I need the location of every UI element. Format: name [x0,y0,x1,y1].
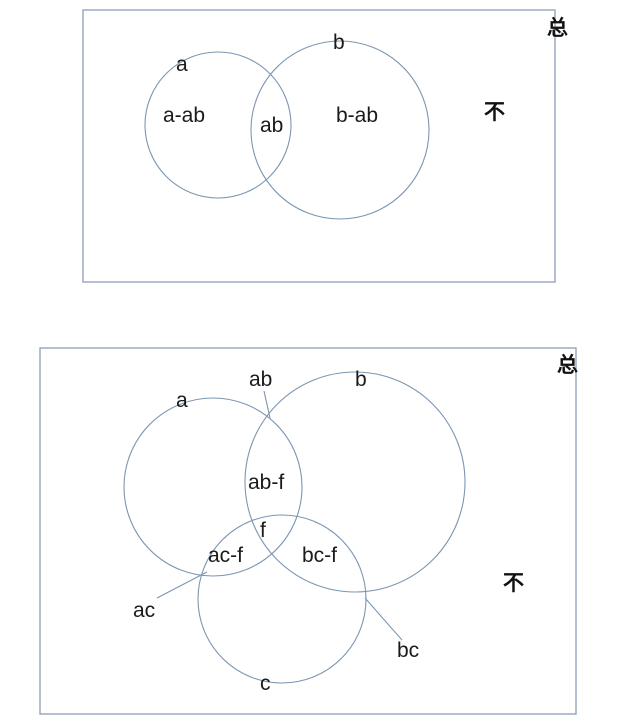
label-bc-pointer: bc [397,639,419,662]
label-ab-pointer: ab [249,368,272,391]
leader-line-ac [156,571,208,599]
label-set-b-2: b [355,368,367,391]
label-ac-minus-f: ac-f [208,544,243,567]
circle-a-2 [123,397,303,577]
universe-frame-1 [82,9,556,283]
label-set-a-2: a [176,389,188,412]
circle-a-1 [144,51,292,199]
label-set-c-2: c [260,672,271,695]
label-ac-pointer: ac [133,599,155,622]
leader-line-ab [263,390,271,419]
label-f-center: f [260,519,266,542]
label-outside-1: 不 [484,100,505,124]
two-set-venn-diagram: a b a-ab ab b-ab 不 总 [82,9,568,283]
circle-b-1 [250,40,430,220]
label-total-2: 总 [557,353,578,377]
universe-frame-2 [39,347,577,715]
label-ab-minus-f: ab-f [248,471,284,494]
circle-b-2 [244,371,466,593]
leader-line-bc [364,597,403,641]
label-bc-minus-f: bc-f [302,544,337,567]
label-total-1: 总 [547,16,568,40]
label-outside-2: 不 [503,571,524,595]
three-set-venn-diagram: a ab b ab-f f ac-f bc-f ac bc c 不 总 [39,347,578,715]
circle-c-2 [197,514,367,684]
label-set-b-1: b [333,31,345,54]
label-a-only-1: a-ab [163,104,205,127]
label-set-a-1: a [176,53,188,76]
label-ab-overlap-1: ab [260,114,283,137]
label-b-only-1: b-ab [336,104,378,127]
